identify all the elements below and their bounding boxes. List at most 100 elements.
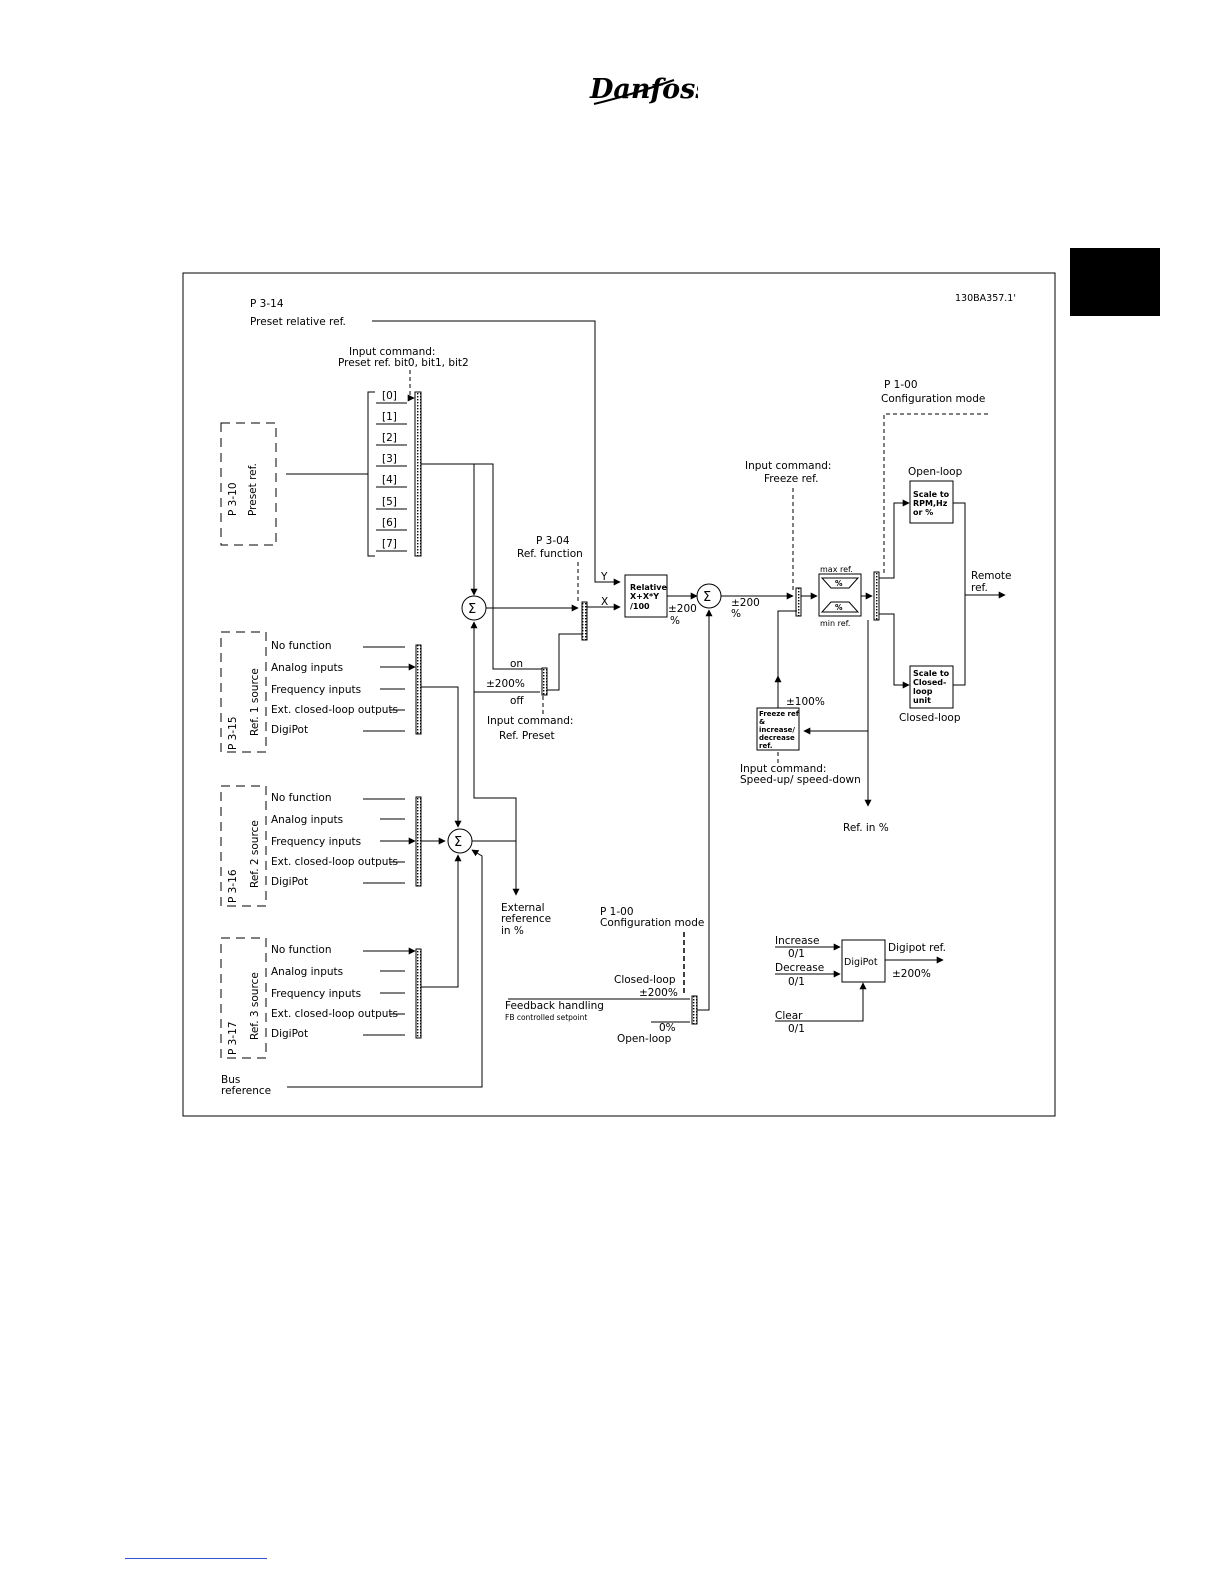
relative-line1: Relative xyxy=(630,583,668,592)
config-mode-top-param: P 1-00 xyxy=(884,379,918,391)
mid-sigma: Σ xyxy=(703,590,711,605)
preset-selector-bar xyxy=(414,391,422,557)
scale-rpm-line3: or % xyxy=(913,508,933,517)
digipot-clear: Clear xyxy=(775,1010,803,1022)
feedback-to-mid-sum xyxy=(697,609,713,1011)
ref-1-opt-4: DigiPot xyxy=(271,724,308,736)
config-mode-top-dash xyxy=(883,413,988,575)
feedback-closed-value: ±200% xyxy=(639,987,678,999)
freeze-block-line3: increase/ xyxy=(759,726,795,734)
feedback-closed-loop: Closed-loop xyxy=(614,974,676,986)
axis-y-label: Y xyxy=(600,571,608,583)
preset-bit-6: [6] xyxy=(382,517,397,529)
ref-3-opt-0: No function xyxy=(271,944,332,956)
ref-1-opt-0: No function xyxy=(271,640,332,652)
ref-2-opt-2: Frequency inputs xyxy=(271,836,361,848)
bus-ref-line2: reference xyxy=(221,1085,271,1097)
remote-ref-line2: ref. xyxy=(971,582,988,594)
ref-1-opt-2: Frequency inputs xyxy=(271,684,361,696)
freeze-increase-block xyxy=(756,707,800,751)
pm200-b-unit: % xyxy=(731,608,741,620)
preset-bit-2: [2] xyxy=(382,432,397,444)
feedback-title: Feedback handling xyxy=(505,1000,604,1012)
preset-bit-3: [3] xyxy=(382,453,397,465)
preset-bit-4: [4] xyxy=(382,474,397,486)
preset-switch-off: off xyxy=(510,695,524,707)
ref-source-2-label: Ref. 2 source xyxy=(249,820,261,888)
preset-bit-7: [7] xyxy=(382,538,397,550)
chapter-tab xyxy=(1070,248,1160,316)
relative-line2: X+X*Y xyxy=(630,592,659,601)
input-cmd-preset-line1: Input command: xyxy=(349,346,435,358)
ref-function-switch xyxy=(581,601,588,641)
digipot-decrease: Decrease xyxy=(775,962,824,974)
preset-switch-out xyxy=(547,633,582,691)
digipot-clear-line xyxy=(775,982,867,1022)
ref-2-opt-0: No function xyxy=(271,792,332,804)
external-ref-line2: reference xyxy=(501,913,551,925)
input-cmd-speed-line2: Speed-up/ speed-down xyxy=(740,774,861,786)
to-closed-loop xyxy=(879,613,910,689)
ref-limiter-block xyxy=(818,573,862,617)
limiter-shape xyxy=(820,577,860,613)
digipot-increase: Increase xyxy=(775,935,819,947)
digipot-block-label: DigiPot xyxy=(844,957,878,968)
ref-source-3-param: P 3-17 xyxy=(227,1022,239,1056)
pm200-a-unit: % xyxy=(670,615,680,627)
preset-bit-5: [5] xyxy=(382,496,397,508)
to-open-loop xyxy=(879,499,910,579)
scale-rpm-block xyxy=(909,480,954,524)
preset-relative-label: Preset relative ref. xyxy=(250,316,346,328)
ref-1-to-lower-sum xyxy=(421,686,462,828)
freeze-block-line4: decrease xyxy=(759,734,795,742)
external-ref-line1: External xyxy=(501,902,545,914)
input-cmd-ref-preset-line2: Ref. Preset xyxy=(499,730,555,742)
relative-line3: /100 xyxy=(630,602,650,611)
digipot-output-value: ±200% xyxy=(892,968,931,980)
remote-ref-line1: Remote xyxy=(971,570,1012,582)
upper-sigma: Σ xyxy=(468,602,476,617)
lower-sigma: Σ xyxy=(454,835,462,850)
ref-3-to-lower-sum xyxy=(421,854,462,988)
feedback-open-loop: Open-loop xyxy=(617,1033,672,1045)
ref-in-pct: Ref. in % xyxy=(843,822,889,834)
digipot-output: Digipot ref. xyxy=(888,942,946,954)
ref-source-3-group: P 3-17 Ref. 3 source No function Analog … xyxy=(220,937,422,1059)
ref-source-2-group: P 3-16 Ref. 2 source No function Analog … xyxy=(220,785,422,907)
ref-1-opt-1: Analog inputs xyxy=(271,662,343,674)
preset-switch-on: on xyxy=(510,658,523,670)
ref-1-opt-3: Ext. closed-loop outputs xyxy=(271,704,398,716)
danfoss-logo: Danfoss xyxy=(589,74,698,105)
preset-relative-line xyxy=(372,320,621,586)
ref-2-opt-1: Analog inputs xyxy=(271,814,343,826)
config-mode-top-label: Configuration mode xyxy=(881,393,985,405)
freeze-pm100: ±100% xyxy=(786,696,825,708)
ref-preset-switch xyxy=(541,667,548,696)
limiter-symbol-bottom: % xyxy=(835,603,843,612)
scale-closed-line1: Scale to xyxy=(913,669,950,678)
footer-rule xyxy=(125,1558,267,1559)
preset-ref-param: P 3-10 xyxy=(227,483,239,517)
digipot-clear-state: 0/1 xyxy=(788,1023,805,1035)
ref-source-1-label: Ref. 1 source xyxy=(249,668,261,736)
figure-id: 130BA357.1' xyxy=(955,293,1016,304)
pm200-a-val: ±200 xyxy=(668,603,697,615)
freeze-block-line2: & xyxy=(759,718,765,726)
scale-rpm-line1: Scale to xyxy=(913,490,950,499)
scale-closed-line2: Closed- xyxy=(913,678,946,687)
limiter-max: max ref. xyxy=(820,565,853,574)
ref-source-3-label: Ref. 3 source xyxy=(249,972,261,1040)
remote-ref-merge xyxy=(953,502,966,686)
external-ref-line3: in % xyxy=(501,925,524,937)
input-cmd-freeze-line2: Freeze ref. xyxy=(764,473,818,485)
ref-source-2-param: P 3-16 xyxy=(227,869,239,903)
ref-source-1-param: P 3-15 xyxy=(227,717,239,751)
ref-3-opt-3: Ext. closed-loop outputs xyxy=(271,1008,398,1020)
ref-function-label: Ref. function xyxy=(517,548,583,560)
freeze-switch xyxy=(795,587,802,617)
preset-bit-underlines xyxy=(376,402,407,552)
limiter-min: min ref. xyxy=(820,619,850,628)
axis-x-label: X xyxy=(601,596,608,608)
config-mode-bottom-param: P 1-00 xyxy=(600,906,634,918)
diagram-frame xyxy=(182,272,1056,1117)
